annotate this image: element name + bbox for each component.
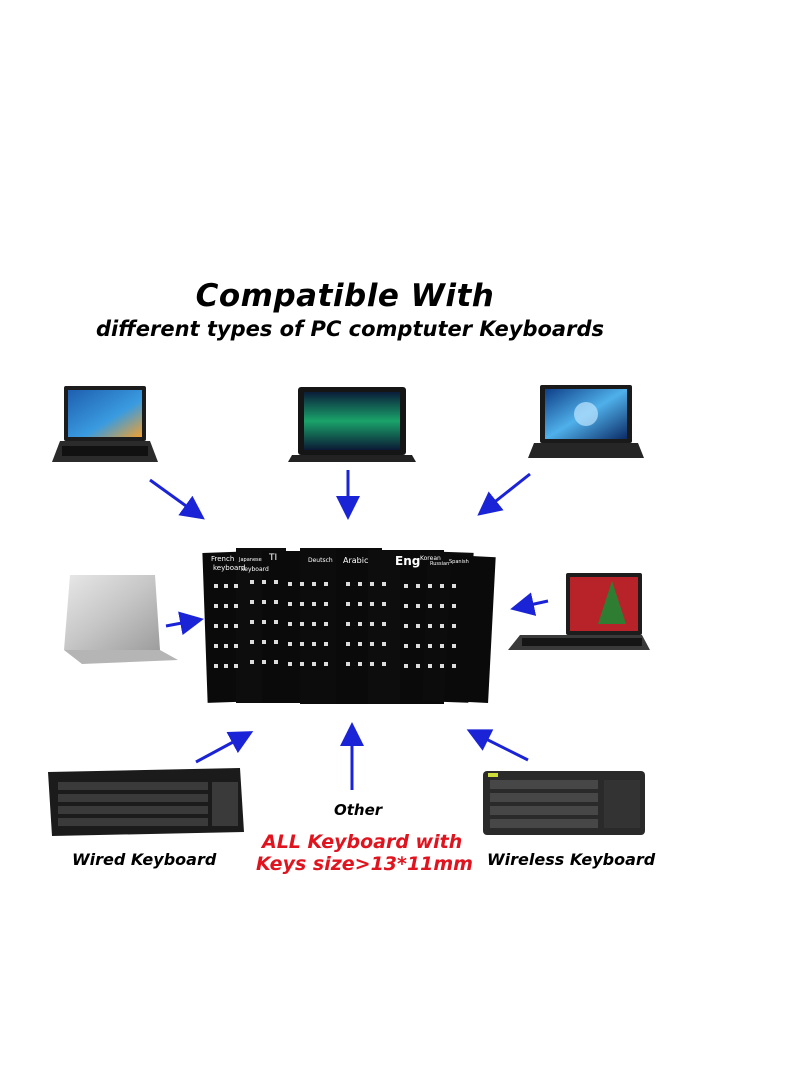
arrows [149, 470, 549, 790]
laptop-top-center [288, 387, 416, 462]
wired-keyboard-image [48, 768, 244, 836]
laptop-mid-left [64, 575, 178, 664]
wireless-keyboard-image [483, 771, 645, 835]
sticker-label: keyboard [213, 564, 246, 572]
note-line-1: ALL Keyboard with [262, 831, 463, 853]
sticker-labels: French keyboard Japanese TI keyboard Deu… [205, 553, 495, 577]
sticker-label: TI [269, 553, 278, 563]
keyboard-sticker-sheets [202, 548, 496, 704]
sticker-label: Eng [395, 554, 421, 568]
laptop-mid-right [508, 573, 650, 650]
sticker-label: Japanese [239, 557, 262, 563]
sticker-label: French [211, 555, 235, 563]
page-subtitle: different types of PC comptuter Keyboard… [96, 317, 604, 341]
sticker-label: Korean [420, 555, 441, 562]
note-line-2: Keys size>13*11mm [256, 853, 473, 875]
sticker-label: Russian [430, 561, 450, 567]
page-title: Compatible With [195, 278, 495, 314]
laptop-top-left [52, 386, 158, 462]
wired-keyboard-caption: Wired Keyboard [72, 850, 217, 869]
sticker-label: keyboard [241, 566, 269, 573]
wireless-keyboard-caption: Wireless Keyboard [487, 850, 656, 869]
laptop-top-right [528, 385, 644, 458]
sticker-label: Spanish [449, 559, 469, 565]
other-label: Other [334, 801, 383, 819]
sticker-label: Arabic [343, 556, 369, 565]
sticker-label: Deutsch [308, 557, 333, 564]
